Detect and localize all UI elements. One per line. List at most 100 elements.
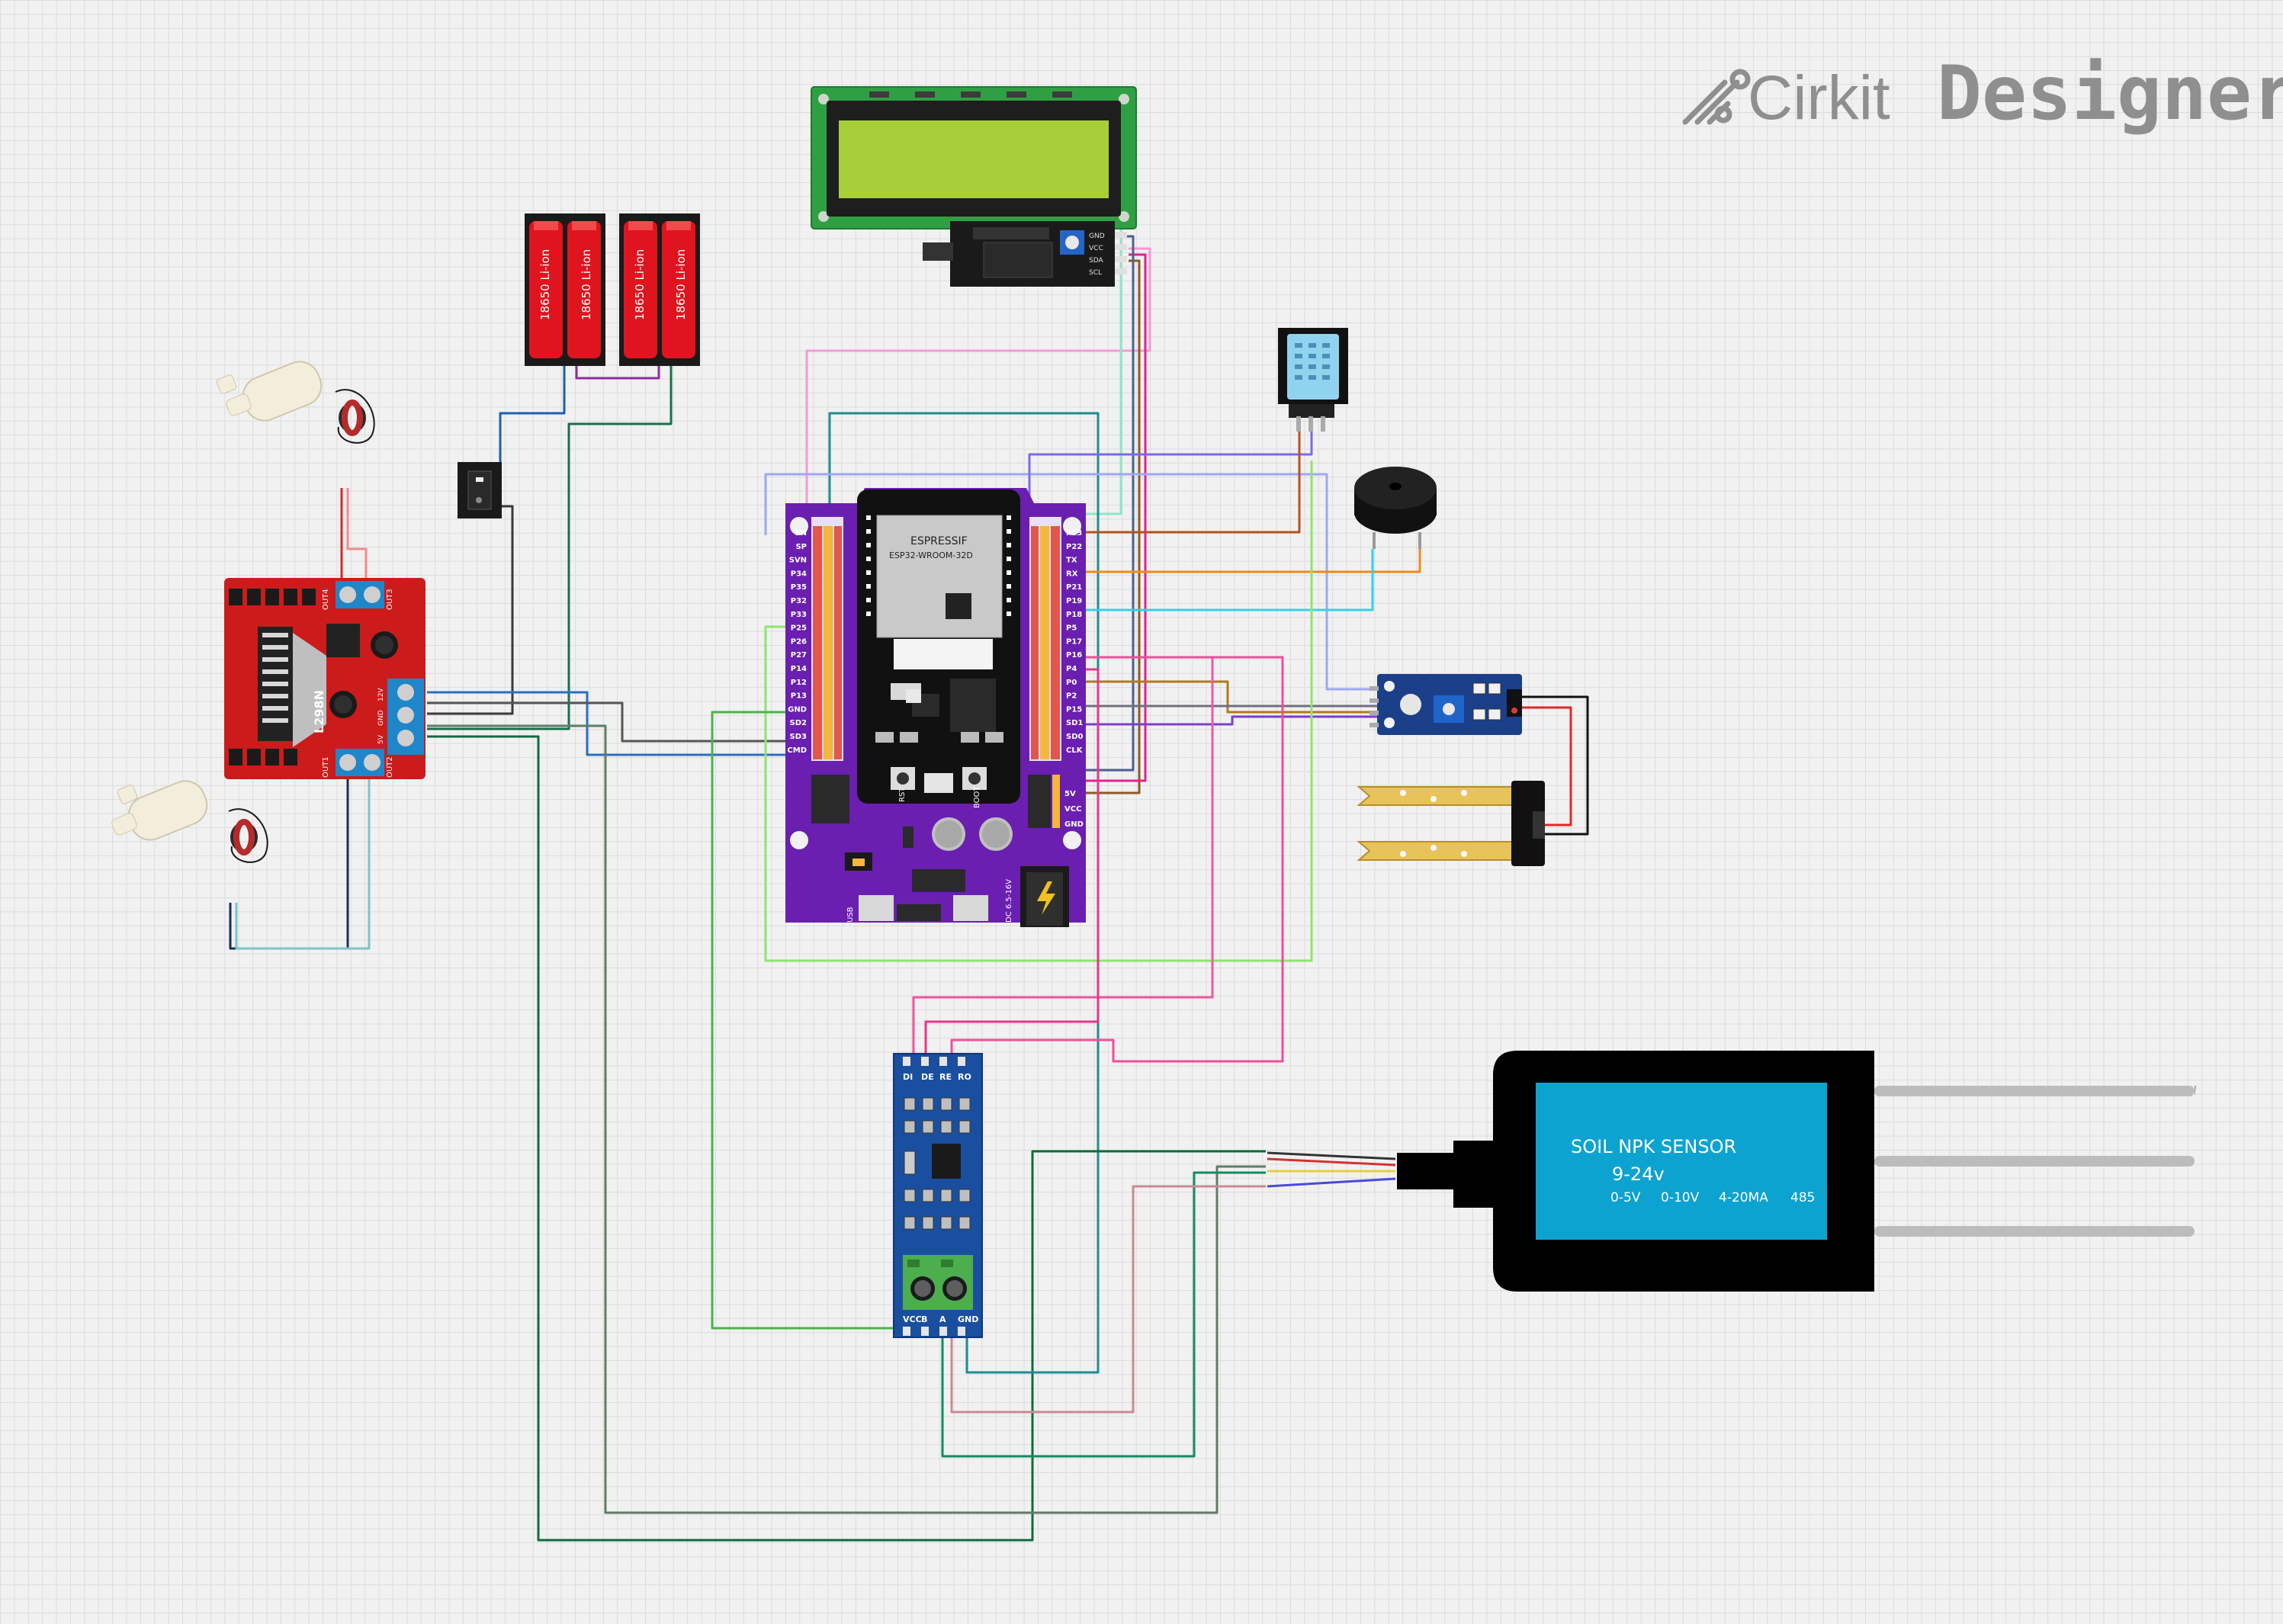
svg-text:VCC: VCC <box>1089 245 1103 252</box>
lcd-display[interactable] <box>811 86 1137 229</box>
esp32-right_pins-14: SD1 <box>1066 719 1084 727</box>
esp32-devboard[interactable]: ENSPSVNP34P35P32P33P25P26P27P14P12P13GND… <box>785 488 1086 927</box>
esp32-left_pins-4: P35 <box>791 583 807 592</box>
rocker-switch[interactable] <box>458 462 502 518</box>
esp-right-header-pins <box>1031 526 1060 759</box>
micro-usb-port[interactable] <box>924 773 953 793</box>
wire-npk-red[interactable] <box>1267 1157 1396 1167</box>
wire-probe-red[interactable] <box>1522 706 1572 826</box>
esp32-right_pins-5: P19 <box>1066 597 1082 605</box>
battery-1-label-a: 18650 Li-ion <box>538 249 552 320</box>
npk-voltage: 9-24v <box>1612 1163 1665 1185</box>
npk-probe-2 <box>1874 1156 2195 1167</box>
esp-model-text: ESP32-WROOM-32D <box>889 550 973 560</box>
esp32-left_pins-0: EN <box>795 529 807 538</box>
lcd-i2c-backpack[interactable]: GND VCC SDA SCL <box>923 221 1127 287</box>
wire-buzzer-orange[interactable] <box>1072 549 1421 573</box>
wire-lavender-dht[interactable] <box>764 473 1377 691</box>
svg-text:SCL: SCL <box>1089 269 1102 277</box>
wire-rs485-pink2[interactable] <box>924 668 1100 1058</box>
rs485-top_labels-2: RE <box>939 1072 952 1082</box>
wire-lightgreen-loop[interactable] <box>764 461 1313 962</box>
wire-driver-in1[interactable] <box>427 691 845 756</box>
l298n-motor-driver[interactable]: L298N OUT3 OUT4 OUT1 OUT2 12V GND 5V <box>224 578 425 779</box>
esp-left-header-pins <box>813 526 842 759</box>
esp32-left_pins-10: P14 <box>791 665 807 673</box>
wire-rust-dht[interactable] <box>1077 416 1301 534</box>
esp32-left_pins-14: SD2 <box>790 719 808 727</box>
esp32-right_pins-13: P15 <box>1066 705 1082 714</box>
wire-battery-switch[interactable] <box>499 366 566 470</box>
rs485-bottom_labels-3: GND <box>958 1314 978 1324</box>
npk-title: SOIL NPK SENSOR <box>1571 1136 1736 1157</box>
dht11-sensor[interactable] <box>1278 328 1348 432</box>
esp32-left_pins-1: SP <box>795 543 807 551</box>
esp32-right_pins-4: P21 <box>1066 583 1082 592</box>
esp32-right_pins-15: SD0 <box>1066 733 1084 741</box>
battery-holder-2[interactable]: 18650 Li-ion 18650 Li-ion <box>619 213 700 366</box>
buzzer[interactable] <box>1354 467 1437 549</box>
esp32-right_pins-9: P16 <box>1066 651 1082 660</box>
brand-cirkit-text: Cirkit <box>1748 63 1890 133</box>
wire-probe-black[interactable] <box>1522 695 1589 836</box>
wire-driver-in2[interactable] <box>427 701 843 743</box>
label-5v: 5V <box>377 734 385 744</box>
vin-label: DC 6.5-16V <box>1005 879 1013 923</box>
micro-usb-port-2[interactable] <box>953 895 988 921</box>
wire-rs485-pink3[interactable] <box>950 656 1284 1063</box>
esp32-right_pins-6: P18 <box>1066 611 1082 619</box>
esp32-left_pins-5: P32 <box>791 597 807 605</box>
esp32-right_pins-10: P4 <box>1066 665 1077 673</box>
boot-label: BOOT <box>973 786 981 808</box>
battery-2-label-b: 18650 Li-ion <box>674 249 688 320</box>
driver-chip-label: L298N <box>312 690 326 733</box>
esp32-right_pins-0: P23 <box>1066 529 1082 538</box>
wire-lcd-magenta[interactable] <box>1072 253 1147 782</box>
wire-battery-ground[interactable] <box>427 366 673 730</box>
wire-npk-black[interactable] <box>1267 1151 1396 1160</box>
wire-motor1-pink[interactable] <box>346 488 368 579</box>
wire-switch-driver[interactable] <box>427 505 514 715</box>
esp32-right_pins-8: P17 <box>1066 637 1082 646</box>
wire-driver-gnd[interactable] <box>427 724 1266 1514</box>
soil-npk-sensor[interactable]: SOIL NPK SENSOR 9-24v 0-5V 0-10V 4-20MA … <box>1397 1051 2196 1292</box>
wire-lcd-pink[interactable] <box>805 247 1151 535</box>
wire-motor2-navy[interactable] <box>229 778 349 950</box>
soil-moisture-module[interactable] <box>1369 674 1522 735</box>
water-pump-1[interactable] <box>216 356 375 444</box>
esp32-left_pins-13: GND <box>788 705 807 714</box>
esp32-left_pins-6: P33 <box>791 611 807 619</box>
soil-moisture-probe[interactable] <box>1357 781 1545 866</box>
battery-holder-1[interactable]: 18650 Li-ion 18650 Li-ion <box>525 213 605 366</box>
label-12v: 12V <box>377 688 385 701</box>
wire-npk-green[interactable] <box>941 1171 1266 1458</box>
esp32-left_pins-16: CMD <box>787 746 807 755</box>
esp32-right_pins-11: P0 <box>1066 679 1077 687</box>
npk-output-0: 0-5V <box>1610 1190 1641 1205</box>
wire-moist-olive[interactable] <box>1072 680 1377 714</box>
esp32-left_pins-12: P13 <box>791 692 807 701</box>
wire-npk-blue[interactable] <box>1267 1177 1396 1188</box>
water-pump-2[interactable] <box>111 775 268 863</box>
wire-npk-rose[interactable] <box>950 1185 1266 1414</box>
rs485-bottom_labels-1: B <box>921 1314 927 1324</box>
esp32-left_pins-8: P26 <box>791 637 807 646</box>
npk-output-2: 4-20MA <box>1719 1190 1768 1205</box>
esp32-power_pins-0: 5V <box>1064 790 1076 798</box>
wire-moist-purple[interactable] <box>1072 715 1377 726</box>
battery-2-label-a: 18650 Li-ion <box>633 249 647 320</box>
cirkit-logo: Cirkit Designer <box>1682 50 2283 137</box>
battery-1-label-b: 18650 Li-ion <box>580 249 593 320</box>
esp32-right_pins-1: P22 <box>1066 543 1082 551</box>
svg-text:SDA: SDA <box>1089 257 1103 265</box>
npk-display-panel <box>1536 1083 1827 1240</box>
wire-buzzer-cyan[interactable] <box>1072 549 1374 611</box>
wire-battery-link[interactable] <box>575 366 660 380</box>
usb-c-port[interactable] <box>859 895 894 921</box>
wire-green-rs485[interactable] <box>711 711 907 1330</box>
esp32-left_pins-11: P12 <box>791 679 807 687</box>
wire-lcd-slate[interactable] <box>1072 235 1135 772</box>
wire-motor2-cyan[interactable] <box>235 778 371 950</box>
